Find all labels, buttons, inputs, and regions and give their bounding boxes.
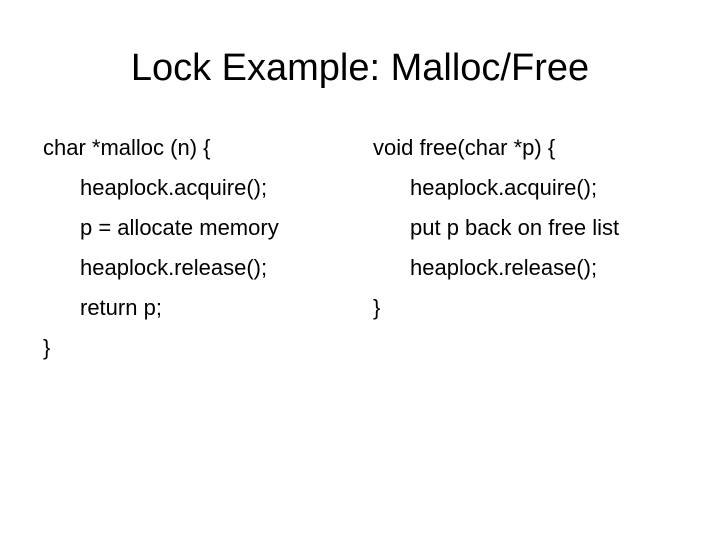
free-acquire-line: heaplock.acquire();: [410, 175, 598, 200]
malloc-closing-brace: }: [43, 335, 51, 360]
malloc-release-line: heaplock.release();: [80, 255, 268, 280]
malloc-code-block: char *malloc (n) { heaplock.acquire(); p…: [43, 128, 343, 368]
malloc-return-line: return p;: [80, 295, 162, 320]
free-signature-line: void free(char *p) {: [373, 135, 556, 160]
free-putback-line: put p back on free list: [410, 215, 620, 240]
slide-title: Lock Example: Malloc/Free: [130, 47, 590, 89]
malloc-allocate-line: p = allocate memory: [80, 215, 279, 240]
free-code-block: void free(char *p) { heaplock.acquire();…: [373, 128, 703, 328]
malloc-signature-line: char *malloc (n) {: [43, 135, 211, 160]
malloc-acquire-line: heaplock.acquire();: [80, 175, 268, 200]
free-closing-brace: }: [373, 295, 381, 320]
free-release-line: heaplock.release();: [410, 255, 598, 280]
